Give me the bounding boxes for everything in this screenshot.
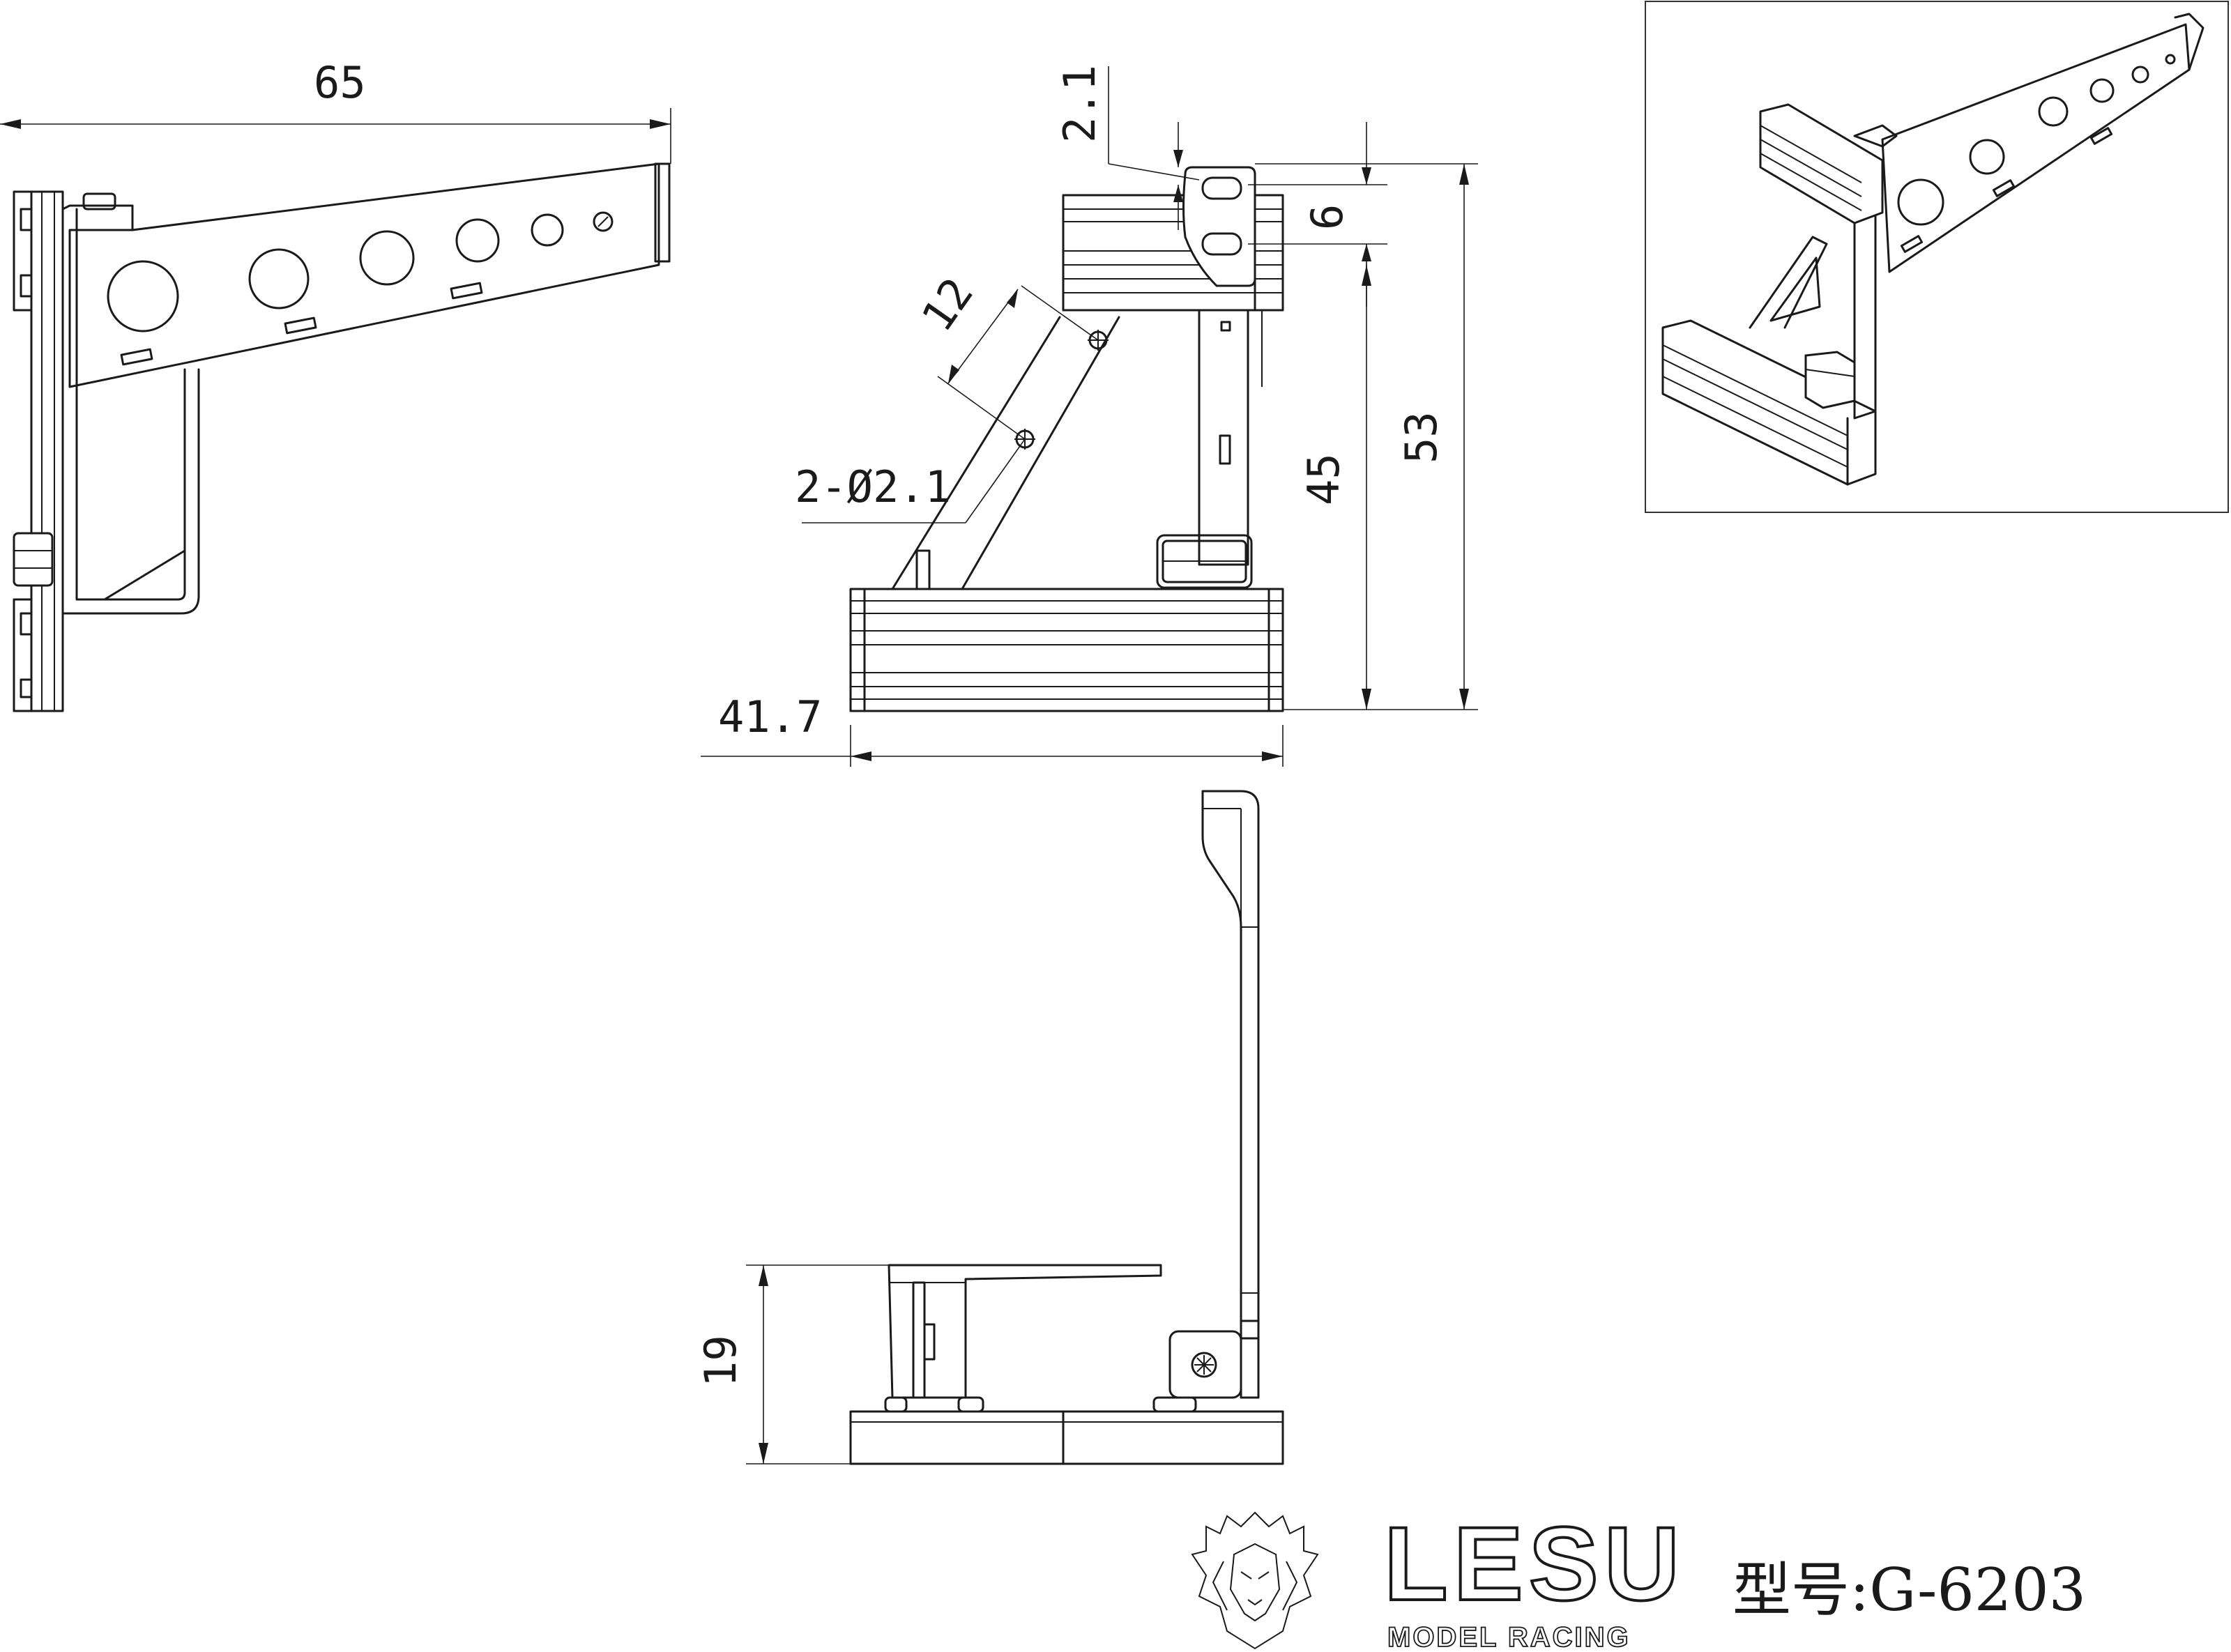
side-view: 65 [0,57,671,712]
front-view: 2.1 6 45 53 12 2-Ø2.1 [701,65,1478,767]
dim-hole-callout: 2-Ø2.1 [795,461,951,512]
dim-12: 12 [911,269,983,341]
dim-45: 45 [1298,453,1349,505]
model-number: 型号:G-6203 [1733,1556,2086,1624]
dim-6: 6 [1302,204,1353,230]
bottom-view: 19 [695,790,1284,1465]
dim-65: 65 [314,57,366,108]
dim-41-7: 41.7 [718,691,822,742]
dim-53: 53 [1396,411,1447,464]
lion-head-emblem [1191,1511,1319,1650]
dim-2-1: 2.1 [1054,65,1105,143]
brand-name: LESU [1384,1505,1685,1622]
isometric-inset [1645,1,2229,513]
brand-tagline: MODEL RACING [1387,1622,1631,1652]
dim-19: 19 [695,1335,746,1387]
lesu-logo: LESU MODEL RACING [1191,1504,1685,1652]
